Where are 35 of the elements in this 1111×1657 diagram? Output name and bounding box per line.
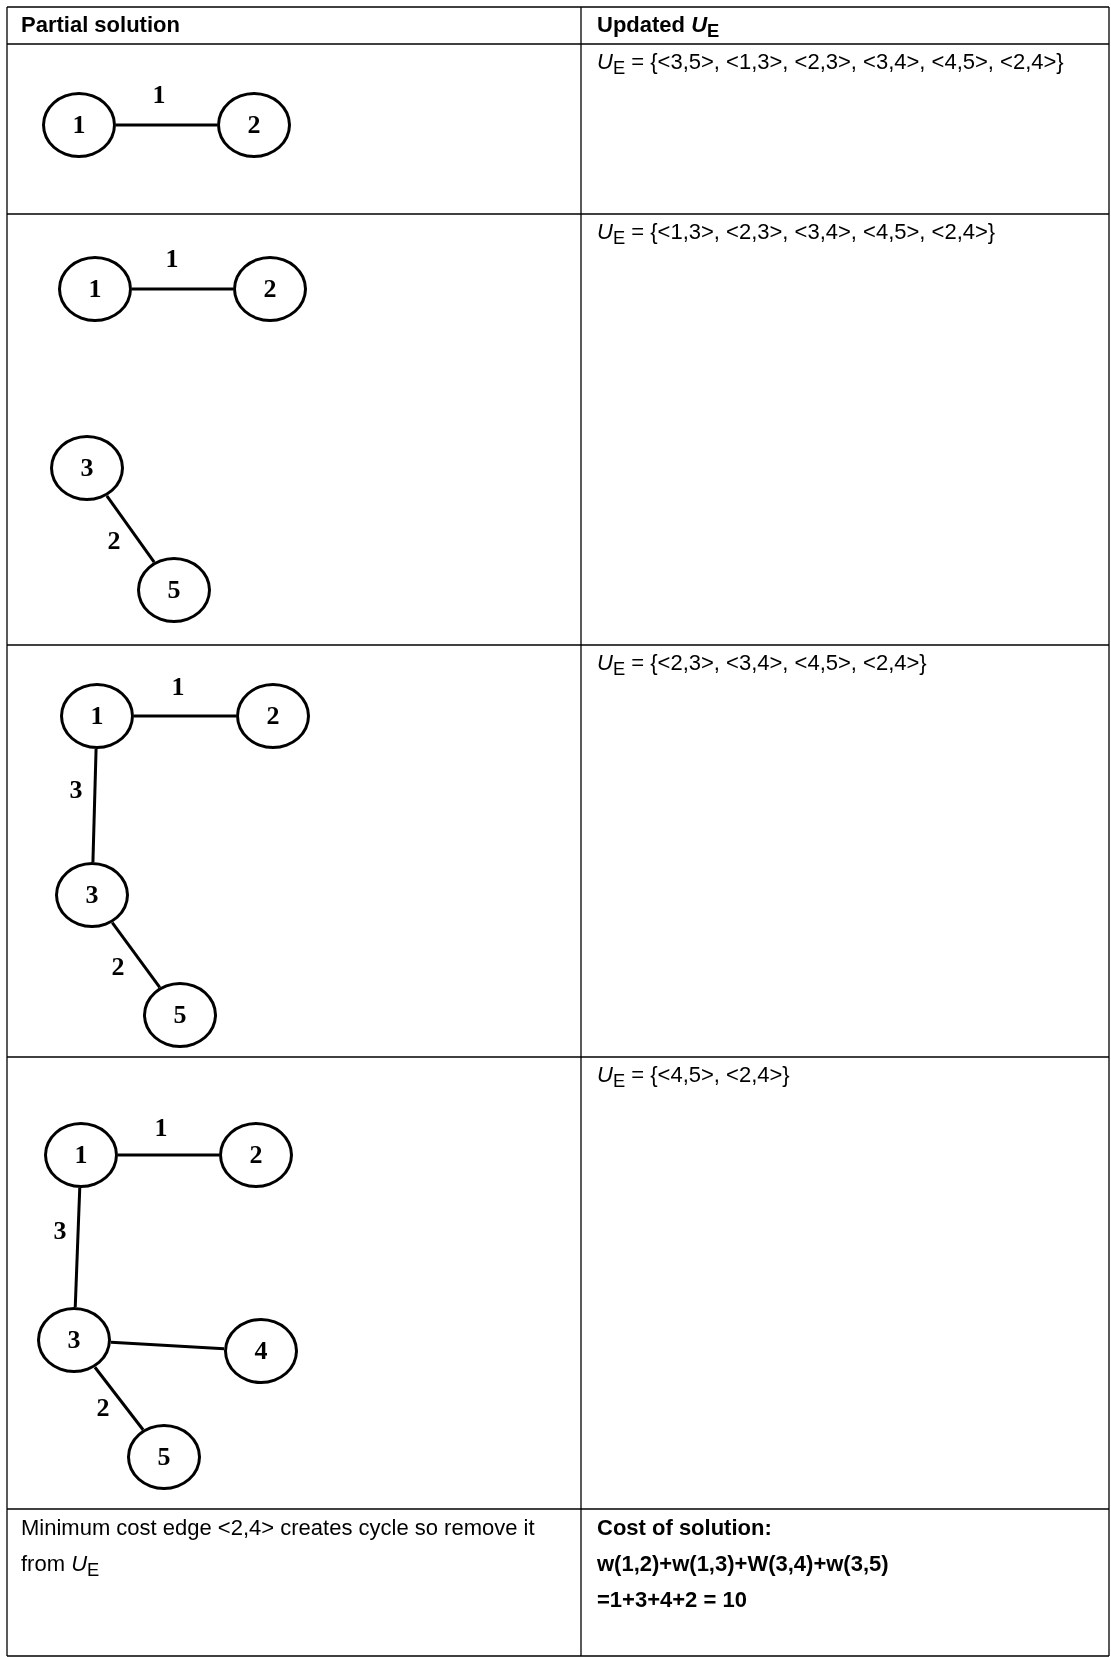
vertex-circle: 1 [44, 1122, 118, 1188]
graph-edge [134, 714, 236, 718]
column-header: Updated U$_{E}$ [597, 11, 720, 44]
vertex-circle: 2 [233, 256, 307, 322]
vertex-circle: 1 [58, 256, 132, 322]
edge-set-text: U$_{E}$ = {<1,3>, <2,3>, <3,4>, <4,5>, <2,4>} [597, 218, 996, 251]
vertex-circle: 1 [60, 683, 134, 749]
graph-edge [91, 748, 98, 863]
graph-edge [93, 1366, 145, 1431]
cost-heading: Cost of solution: [597, 1514, 772, 1542]
vertex-circle: 1 [42, 92, 116, 158]
cost-total: =1+3+4+2 = 10 [597, 1586, 747, 1614]
edge-set-text: U$_{E}$ = {<4,5>, <2,4>} [597, 1061, 790, 1094]
note-text: Minimum cost edge <2,4> creates cycle so remove it from U$_{E}$ [21, 1514, 536, 1583]
vertex-circle: 5 [127, 1424, 201, 1490]
graph-edge [118, 1153, 219, 1157]
graph-edge [111, 921, 161, 989]
column-header: Partial solution [21, 11, 180, 39]
edge-set-text: U$_{E}$ = {<2,3>, <3,4>, <4,5>, <2,4>} [597, 649, 927, 682]
vertex-circle: 5 [137, 557, 211, 623]
cost-formula: w(1,2)+w(1,3)+W(3,4)+w(3,5) [597, 1550, 889, 1578]
vertex-circle: 3 [50, 435, 124, 501]
vertex-circle: 4 [224, 1318, 298, 1384]
vertex-circle: 3 [55, 862, 129, 928]
vertex-circle: 2 [236, 683, 310, 749]
edge-set-text: U$_{E}$ = {<3,5>, <1,3>, <2,3>, <3,4>, <4,5>, <2,4>} [597, 48, 1064, 81]
graph-edge [116, 123, 217, 127]
vertex-circle: 2 [219, 1122, 293, 1188]
graph-edge [105, 494, 156, 564]
graph-edge [132, 287, 233, 291]
graph-edge [73, 1187, 82, 1308]
vertex-circle: 2 [217, 92, 291, 158]
graph-edge [110, 1340, 225, 1351]
vertex-circle: 3 [37, 1307, 111, 1373]
vertex-circle: 5 [143, 982, 217, 1048]
